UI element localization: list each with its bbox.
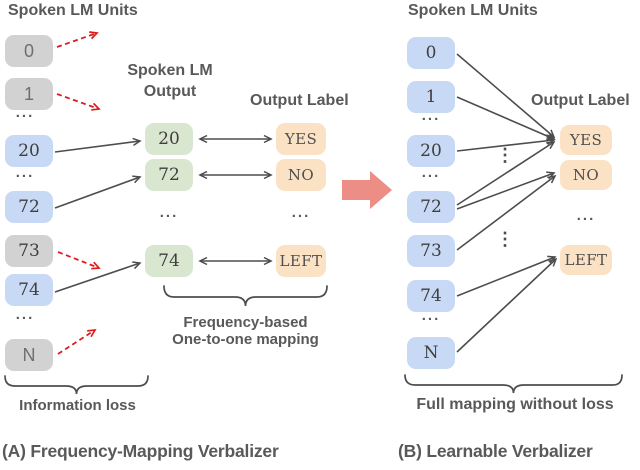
label-box-b-left: LEFT	[560, 245, 612, 275]
ellipsis: ...	[421, 164, 441, 181]
map-arrow-b-n-left	[456, 259, 556, 353]
output-box-a-72: 72	[145, 159, 193, 191]
map-arrow-a-74	[54, 263, 140, 293]
full-mapping-brace	[404, 374, 623, 394]
unit-box-b-74: 74	[407, 280, 455, 312]
unit-box-b-20: 20	[407, 135, 455, 167]
vertical-ellipsis: ⋮	[496, 145, 514, 165]
output-box-a-74: 74	[145, 245, 193, 277]
map-arrow-b-72-yes	[456, 142, 554, 206]
information-loss-brace	[4, 375, 149, 395]
unit-box-a-0: 0	[5, 35, 53, 67]
unit-box-a-1: 1	[5, 78, 53, 110]
ellipsis: ...	[15, 104, 35, 121]
spoken-lm-output-header-line2: Output	[143, 83, 197, 100]
unit-box-b-0: 0	[407, 37, 455, 69]
ellipsis: ...	[15, 164, 35, 181]
output-box-a-20: 20	[145, 123, 193, 155]
loss-arrow-a-1	[56, 93, 99, 109]
spoken-lm-output-header-line1: Spoken LM	[127, 62, 213, 79]
unit-box-b-n: N	[407, 337, 455, 369]
ellipsis: ...	[159, 204, 179, 221]
loss-arrow-a-73	[57, 251, 99, 268]
one-to-one-mapping-note: Frequency-based One-to-one mapping	[155, 314, 336, 348]
panel-b-output-label-header: Output Label	[531, 92, 630, 109]
unit-box-b-73: 73	[407, 235, 455, 267]
unit-box-a-20: 20	[5, 135, 53, 167]
panel-a-output-label-header: Output Label	[250, 92, 349, 109]
unit-box-a-72: 72	[5, 191, 53, 223]
full-mapping-note: Full mapping without loss	[416, 396, 614, 413]
ellipsis: ...	[421, 107, 441, 124]
map-arrow-a-20	[54, 141, 140, 153]
ellipsis: ...	[291, 204, 311, 221]
vertical-ellipsis: ⋮	[496, 229, 514, 249]
panel-a-title: Spoken LM Units	[8, 2, 138, 19]
map-arrow-b-74-left	[456, 257, 555, 297]
label-box-b-yes: YES	[560, 125, 612, 155]
unit-box-b-72: 72	[407, 191, 455, 223]
ellipsis: ...	[421, 307, 441, 324]
loss-arrow-a-0	[56, 33, 97, 48]
label-box-a-no: NO	[276, 159, 326, 191]
map-arrow-b-20-yes	[456, 140, 554, 152]
unit-box-a-73: 73	[5, 235, 53, 267]
spoken-lm-output-header: Spoken LM Output	[120, 60, 220, 102]
label-box-a-left: LEFT	[276, 245, 326, 277]
unit-box-b-1: 1	[407, 81, 455, 113]
map-arrow-b-1-yes	[456, 96, 554, 139]
transition-arrow	[342, 171, 392, 209]
label-box-a-yes: YES	[276, 123, 326, 155]
unit-box-a-n: N	[5, 339, 53, 371]
information-loss-note: Information loss	[19, 397, 136, 414]
one-to-one-mapping-note-line2: One-to-one mapping	[172, 331, 319, 348]
one-to-one-mapping-brace	[163, 285, 328, 307]
panel-a-caption: (A) Frequency-Mapping Verbalizer	[2, 441, 279, 461]
ellipsis: ...	[576, 207, 596, 224]
map-arrow-a-72	[54, 177, 140, 209]
ellipsis: ...	[15, 306, 35, 323]
map-arrow-b-72-no	[456, 173, 554, 210]
label-box-b-no: NO	[560, 160, 612, 190]
panel-b-title: Spoken LM Units	[408, 2, 538, 19]
map-arrow-b-0-yes	[456, 53, 554, 137]
map-arrow-b-73-no	[456, 176, 555, 251]
loss-arrow-a-n	[57, 330, 95, 355]
panel-b-caption: (B) Learnable Verbalizer	[398, 441, 593, 461]
unit-box-a-74: 74	[5, 274, 53, 306]
one-to-one-mapping-note-line1: Frequency-based	[183, 314, 308, 331]
